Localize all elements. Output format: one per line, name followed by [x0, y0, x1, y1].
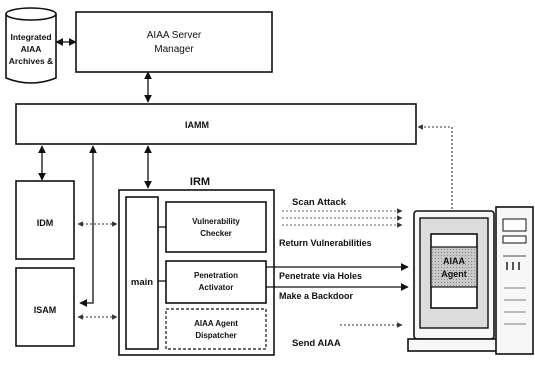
server-manager-box: AIAA Server Manager	[75, 11, 273, 73]
vulnerability-checker-box: Vulnerability Checker	[165, 201, 267, 253]
iamm-label: IAMM	[185, 120, 209, 130]
server-manager-label-line2: Manager	[154, 44, 194, 55]
aiaa-agent-line2: Agent	[441, 269, 467, 279]
agent-dispatcher-box: AIAA Agent Dispatcher	[165, 308, 267, 350]
idm-box: IDM	[15, 180, 75, 260]
send-aiaa-label: Send AIAA	[292, 338, 341, 349]
isam-box: ISAM	[15, 267, 75, 347]
agent-dispatcher-line1: AIAA Agent	[194, 319, 238, 328]
archives-label-line1: Integrated	[10, 32, 51, 42]
archives-database: Integrated AIAA Archives &	[5, 7, 57, 84]
penetration-activator-line2: Activator	[199, 283, 234, 292]
iamm-isam-link	[79, 145, 97, 307]
archives-label-line3: Archives &	[9, 56, 53, 66]
scan-attack-label: Scan Attack	[292, 197, 347, 208]
vulnerability-checker-line1: Vulnerability	[192, 217, 240, 226]
scan-attack-arrows	[282, 208, 403, 228]
iamm-box: IAMM	[15, 103, 417, 145]
penetrate-via-holes-label: Penetrate via Holes	[279, 271, 362, 281]
idm-label: IDM	[37, 218, 54, 228]
agent-dispatcher-line2: Dispatcher	[195, 331, 236, 340]
server-manager-label-line1: AIAA Server	[147, 30, 202, 41]
archives-label-line2: AIAA	[21, 44, 42, 54]
make-backdoor-label: Make a Backdoor	[279, 291, 354, 301]
penetration-activator-line1: Penetration	[194, 271, 238, 280]
aiaa-agent-box: AIAA Agent	[430, 246, 478, 288]
main-box: main	[125, 196, 159, 350]
return-vulnerabilities-label: Return Vulnerabilities	[279, 238, 372, 248]
agent-iamm-feedback-link	[417, 124, 453, 245]
isam-label: ISAM	[34, 305, 57, 315]
irm-label: IRM	[190, 176, 210, 188]
main-label: main	[131, 277, 153, 288]
penetration-activator-box: Penetration Activator	[165, 260, 267, 304]
aiaa-agent-line1: AIAA	[443, 256, 465, 266]
vulnerability-checker-line2: Checker	[200, 229, 232, 238]
